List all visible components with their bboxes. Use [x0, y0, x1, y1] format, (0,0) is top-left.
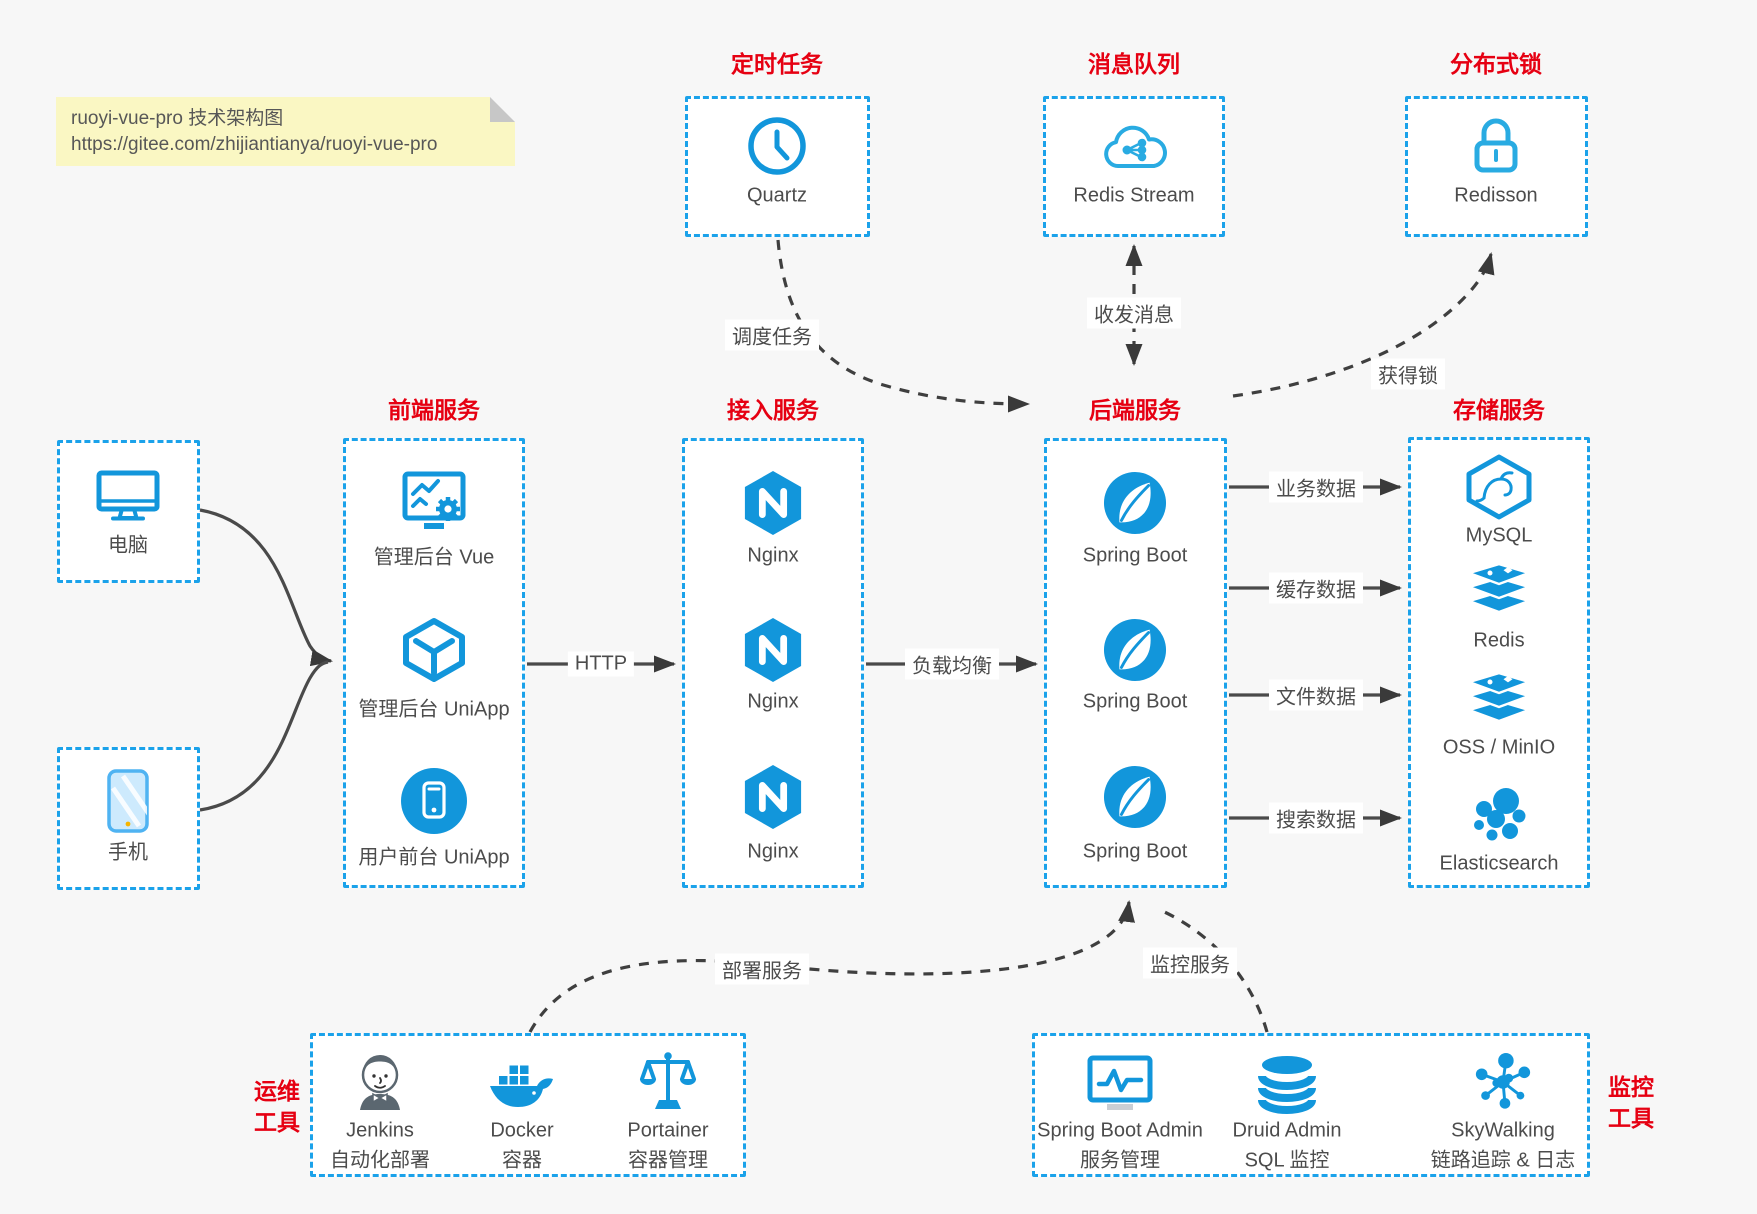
- edge-label-http: HTTP: [567, 651, 635, 677]
- title-distributed-lock: 分布式锁: [1450, 51, 1542, 77]
- label-quartz: Quartz: [746, 184, 808, 207]
- edge-acquire-lock-curve: [1232, 252, 1495, 398]
- cloud-message-icon: [1096, 120, 1172, 174]
- portainer-scales-icon: [639, 1050, 697, 1114]
- label-nginx-1: Nginx: [747, 544, 799, 567]
- label-druid-admin-desc: SQL 监控: [1244, 1149, 1330, 1172]
- admin-dashboard-icon: [399, 470, 469, 532]
- edge-label-load-balance: 负载均衡: [905, 648, 999, 680]
- nginx-icon: [742, 469, 804, 537]
- label-redis-stream: Redis Stream: [1073, 184, 1195, 207]
- label-spring-boot-admin: Spring Boot Admin: [1037, 1119, 1203, 1142]
- label-elasticsearch: Elasticsearch: [1439, 852, 1559, 875]
- title-storage: 存储服务: [1453, 397, 1545, 423]
- edge-deploy-service-curve: [528, 900, 1135, 1033]
- label-admin-uniapp: 管理后台 UniApp: [358, 698, 510, 721]
- label-oss-minio: OSS / MinIO: [1442, 736, 1556, 759]
- edge-label-business-data: 业务数据: [1269, 471, 1363, 503]
- label-docker-desc: 容器: [502, 1149, 542, 1172]
- title-monitoring-line2: 工具: [1608, 1105, 1654, 1131]
- title-frontend: 前端服务: [388, 397, 480, 423]
- monitor-pulse-icon: [1085, 1054, 1155, 1114]
- title-access: 接入服务: [727, 397, 819, 423]
- edge-label-search-data: 搜索数据: [1269, 802, 1363, 834]
- label-spring-boot-3: Spring Boot: [1082, 840, 1188, 863]
- jenkins-icon: [351, 1050, 409, 1114]
- lock-icon: [1467, 113, 1525, 177]
- title-devops-tools: 运维 工具: [254, 1076, 300, 1138]
- label-druid-admin: Druid Admin: [1232, 1119, 1342, 1142]
- elasticsearch-icon: [1466, 785, 1532, 847]
- edge-phone-to-frontend: [199, 660, 329, 812]
- smartphone-icon: [105, 768, 151, 834]
- label-user-uniapp: 用户前台 UniApp: [358, 846, 510, 869]
- clock-icon: [744, 113, 810, 179]
- label-nginx-3: Nginx: [747, 840, 799, 863]
- label-redis: Redis: [1473, 629, 1525, 652]
- edge-label-schedule-task: 调度任务: [725, 319, 819, 351]
- cube-icon: [400, 616, 468, 684]
- mysql-icon: [1463, 454, 1535, 520]
- note-title: ruoyi-vue-pro 技术架构图: [71, 108, 284, 129]
- note-folded-corner: [490, 97, 515, 122]
- desktop-computer-icon: [94, 466, 162, 524]
- title-monitoring-line1: 监控: [1608, 1074, 1654, 1100]
- mobile-app-icon: [400, 767, 468, 835]
- label-portainer: Portainer: [627, 1119, 709, 1142]
- title-message-queue: 消息队列: [1088, 51, 1180, 77]
- skywalking-icon: [1472, 1051, 1534, 1113]
- title-devops-line1: 运维: [254, 1078, 300, 1104]
- sticky-note: ruoyi-vue-pro 技术架构图 https://gitee.com/zh…: [56, 97, 515, 166]
- redis-stack-icon: [1464, 562, 1534, 620]
- label-docker: Docker: [490, 1119, 554, 1142]
- oss-minio-stack-icon: [1464, 671, 1534, 729]
- spring-boot-icon: [1103, 471, 1167, 535]
- database-icon: [1257, 1053, 1317, 1115]
- edge-label-send-receive: 收发消息: [1087, 297, 1181, 329]
- docker-icon: [487, 1059, 557, 1111]
- note-url: https://gitee.com/zhijiantianya/ruoyi-vu…: [71, 134, 438, 155]
- edge-label-deploy-service: 部署服务: [715, 953, 809, 985]
- nginx-icon: [742, 763, 804, 831]
- label-spring-boot-2: Spring Boot: [1082, 690, 1188, 713]
- edge-label-cache-data: 缓存数据: [1269, 572, 1363, 604]
- label-computer: 电脑: [108, 534, 148, 557]
- label-skywalking: SkyWalking: [1451, 1119, 1555, 1142]
- label-redisson: Redisson: [1454, 184, 1538, 207]
- label-skywalking-desc: 链路追踪 & 日志: [1430, 1149, 1576, 1172]
- label-nginx-2: Nginx: [747, 690, 799, 713]
- title-backend: 后端服务: [1089, 397, 1181, 423]
- label-jenkins-desc: 自动化部署: [330, 1149, 430, 1172]
- title-monitoring-tools: 监控 工具: [1608, 1072, 1654, 1134]
- edge-label-file-data: 文件数据: [1269, 679, 1363, 711]
- label-admin-vue: 管理后台 Vue: [373, 546, 495, 569]
- title-devops-line2: 工具: [254, 1109, 300, 1135]
- edge-label-acquire-lock: 获得锁: [1371, 358, 1445, 390]
- label-spring-boot-admin-desc: 服务管理: [1080, 1149, 1160, 1172]
- label-phone: 手机: [108, 841, 148, 864]
- edge-computer-to-frontend: [199, 508, 333, 667]
- edge-label-monitor-service: 监控服务: [1143, 947, 1237, 979]
- label-spring-boot-1: Spring Boot: [1082, 544, 1188, 567]
- title-scheduled-task: 定时任务: [731, 51, 823, 77]
- label-portainer-desc: 容器管理: [628, 1149, 708, 1172]
- nginx-icon: [742, 616, 804, 684]
- label-jenkins: Jenkins: [346, 1119, 414, 1142]
- spring-boot-icon: [1103, 618, 1167, 682]
- label-mysql: MySQL: [1465, 524, 1533, 547]
- spring-boot-icon: [1103, 765, 1167, 829]
